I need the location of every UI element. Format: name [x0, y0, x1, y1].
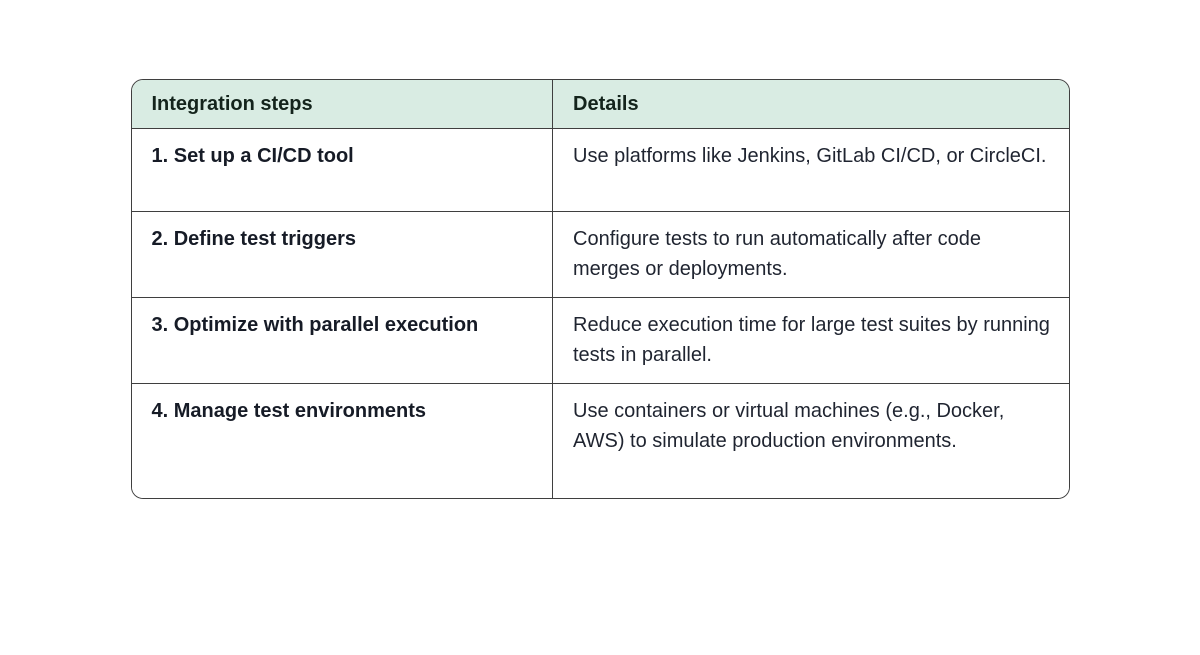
step-cell: 1. Set up a CI/CD tool [131, 127, 553, 211]
header-row: Integration steps Details [131, 80, 1069, 128]
table-row: 3. Optimize with parallel execution Redu… [131, 296, 1069, 383]
table-row: 1. Set up a CI/CD tool Use platforms lik… [131, 127, 1069, 211]
integration-steps-table-container: Integration steps Details 1. Set up a CI… [130, 79, 1070, 499]
table-row: 2. Define test triggers Configure tests … [131, 210, 1069, 297]
table-row: 4. Manage test environments Use containe… [131, 382, 1069, 498]
step-cell: 3. Optimize with parallel execution [131, 296, 553, 383]
table-header: Integration steps Details [131, 80, 1069, 128]
step-cell: 4. Manage test environments [131, 382, 553, 498]
column-header-details: Details [552, 80, 1069, 128]
step-cell: 2. Define test triggers [131, 210, 553, 297]
details-cell: Use containers or virtual machines (e.g.… [552, 382, 1069, 498]
column-header-integration-steps: Integration steps [131, 80, 553, 128]
table-body: 1. Set up a CI/CD tool Use platforms lik… [131, 127, 1069, 498]
integration-steps-table: Integration steps Details 1. Set up a CI… [131, 80, 1069, 498]
details-cell: Configure tests to run automatically aft… [552, 210, 1069, 297]
details-cell: Use platforms like Jenkins, GitLab CI/CD… [552, 127, 1069, 211]
details-cell: Reduce execution time for large test sui… [552, 296, 1069, 383]
